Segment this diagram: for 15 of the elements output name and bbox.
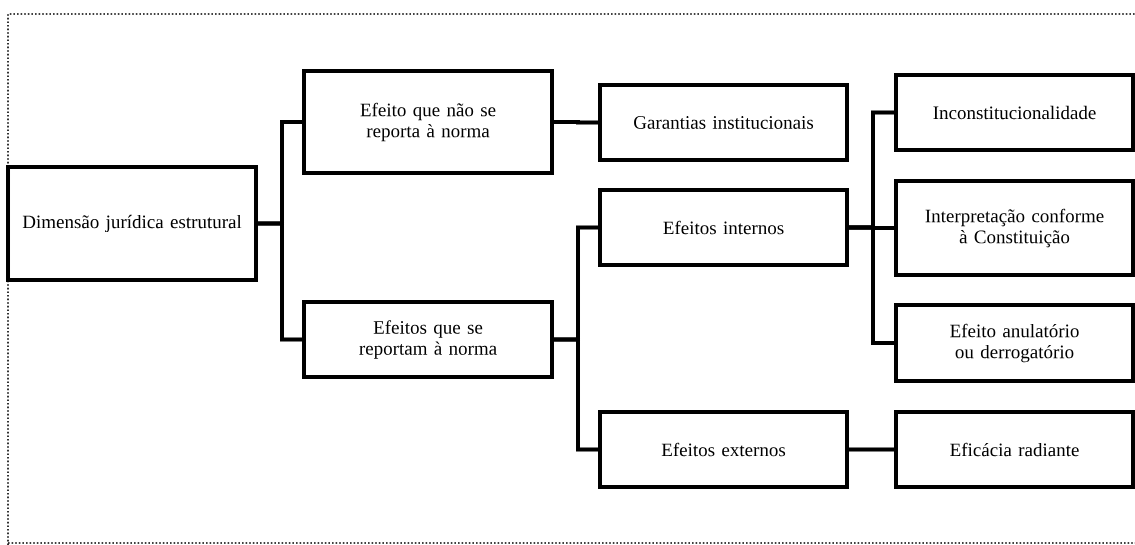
connector [554,337,598,452]
text-box: Eficácia radiante [894,410,1135,489]
text-box: Efeito que não se reporta à norma [302,69,554,175]
text-box: Inconstitucionalidade [894,73,1135,152]
text-box: Garantias institucionais [598,83,849,162]
text-box: Dimensão jurídica estrutural [6,165,258,282]
connector [849,225,894,345]
text-box: Efeitos que se reportam à norma [302,300,554,379]
text-box: Interpretação conforme à Constituição [894,179,1135,277]
text-box: Efeito anulatório ou derrogatório [894,303,1135,383]
connector [554,120,598,125]
text-box: Efeitos internos [598,188,849,267]
text-box: Efeitos externos [598,410,849,489]
connector [849,447,894,452]
connector [258,221,302,342]
